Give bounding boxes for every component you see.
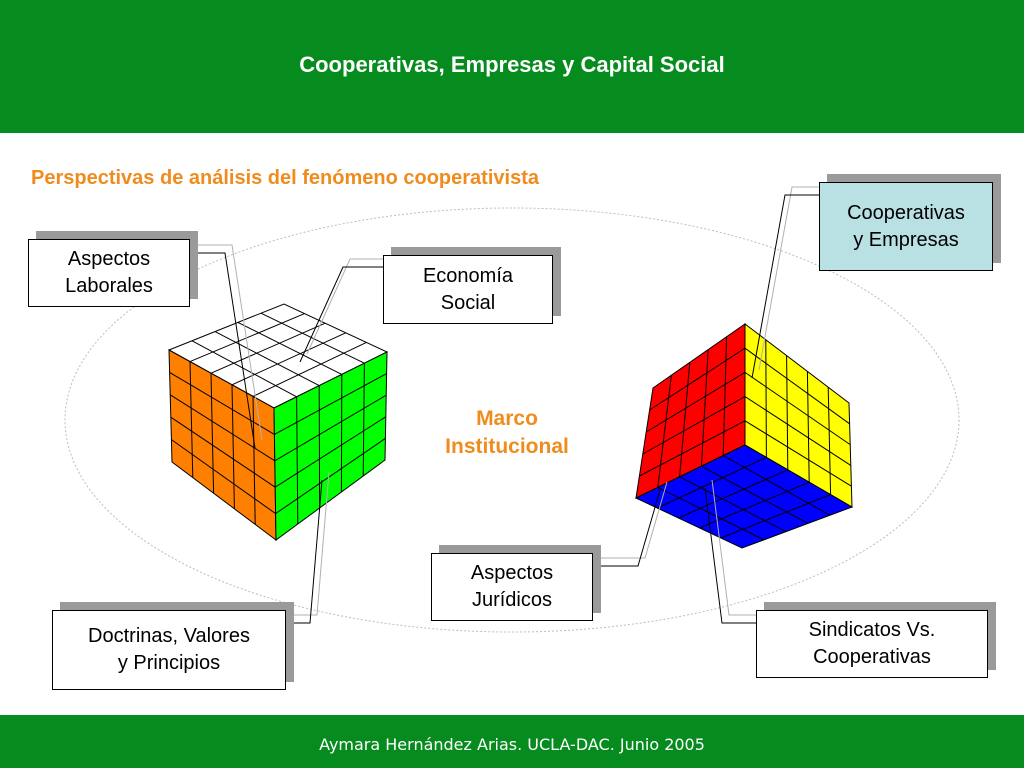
- cube-right: [634, 322, 854, 549]
- cube-left-left-face-grid-line: [171, 439, 276, 515]
- box-sindicatos: Sindicatos Vs. Cooperativas: [756, 610, 988, 678]
- cube-right-right-face-grid-line: [806, 371, 810, 483]
- cube-left-right-face-grid-line: [296, 396, 299, 525]
- leader-cooperativas-empresas: [751, 194, 819, 379]
- box-aspectos-laborales: Aspectos Laborales: [28, 239, 190, 307]
- institutional-ellipse: [64, 207, 960, 633]
- cube-left-top-face-grid-line: [237, 321, 343, 375]
- connector-lines: [190, 186, 826, 624]
- cube-right-left-face-grid-line: [722, 336, 728, 456]
- cube-left-left-face-grid-line: [169, 371, 275, 435]
- leader-aspectos-laborales-shadow: [197, 244, 263, 441]
- leader-economia-social-shadow: [306, 258, 390, 355]
- subtitle: Perspectivas de análisis del fenómeno co…: [31, 167, 539, 189]
- cube-left-left-face-grid-line: [231, 384, 235, 509]
- leader-cooperativas-empresas-shadow: [758, 186, 826, 371]
- cube-right-bottom-face-grid-line: [720, 494, 831, 539]
- cube-right-bottom-face-grid-line: [678, 469, 789, 519]
- footer-credit: Aymara Hernández Arias. UCLA-DAC. Junio …: [319, 735, 705, 754]
- box-cooperativas-empresas: Cooperativas y Empresas: [819, 182, 993, 271]
- cube-left-top-face-grid-line: [231, 332, 347, 386]
- footer-bar: [0, 715, 1024, 768]
- cube-right-bottom-face-grid-line: [656, 456, 767, 509]
- cube-right-bottom-face-grid-line: [722, 455, 831, 516]
- leader-doctrinas-shadow: [293, 471, 330, 616]
- cube-left-left-face-grid-line: [169, 394, 276, 462]
- cube-right-left-face-grid-line: [657, 375, 672, 488]
- cube-left-top-face-grid-line: [210, 322, 326, 374]
- cube-left-right-face-grid-line: [275, 437, 386, 515]
- cube-left-top-face-grid-line: [189, 313, 305, 363]
- cube-left-left-face-grid-line: [189, 361, 194, 478]
- cube-right-bottom-face-grid-line: [679, 476, 787, 533]
- cube-left-right-face-grid-line: [274, 416, 387, 488]
- box-doctrinas: Doctrinas, Valores y Principios: [52, 610, 286, 690]
- cube-left-left-face-grid-line: [252, 396, 256, 525]
- cube-left-top-face-grid-line: [260, 312, 365, 364]
- cube-left-right-face-grid-line: [362, 363, 365, 477]
- cube-right-bottom-face-grid-line: [701, 465, 809, 524]
- cube-right-bottom-face: [634, 444, 854, 549]
- leader-aspectos-laborales: [190, 252, 256, 449]
- cube-right-right-face-grid-line: [765, 339, 767, 458]
- cube-right-left-face-grid-line: [700, 349, 709, 467]
- cube-right-right-face-grid-line: [827, 387, 832, 495]
- header-bar: [0, 0, 1024, 133]
- cube-left-right-face-grid-line: [274, 394, 387, 462]
- cube-left-top-face-grid-line: [252, 341, 367, 397]
- cube-right-right-face-grid-line: [744, 347, 850, 425]
- leader-aspectos-juridicos-shadow: [600, 481, 668, 559]
- cube-left-top-face-grid-line: [191, 340, 297, 398]
- cube-left-right-face-grid-line: [274, 373, 387, 435]
- cube-right-right-face-grid-line: [744, 420, 852, 487]
- cube-right-right-face-grid-line: [744, 396, 852, 466]
- leader-economia-social: [299, 266, 383, 363]
- cube-right-bottom-face-grid-line: [657, 486, 765, 541]
- cube-left-left-face-grid-line: [210, 373, 215, 494]
- cube-right-left-face-grid-line: [639, 420, 746, 477]
- slide-title: Cooperativas, Empresas y Capital Social: [299, 52, 725, 77]
- box-aspectos-juridicos: Aspectos Jurídicos: [431, 553, 593, 621]
- leader-sindicatos-shadow: [711, 479, 763, 616]
- cube-right-left-face-grid-line: [642, 396, 746, 455]
- cube-right-right-face-grid-line: [744, 371, 851, 446]
- cube-right-left-face-grid-line: [679, 362, 691, 477]
- leader-sindicatos: [704, 487, 756, 624]
- cube-left: [167, 303, 389, 542]
- cube-right-right-face-grid-line: [786, 355, 789, 470]
- leader-aspectos-juridicos: [593, 489, 661, 567]
- cube-right-bottom-face-grid-line: [699, 481, 810, 529]
- cube-left-left-face-grid-line: [170, 416, 276, 488]
- cube-left-top-face-grid-line: [214, 331, 320, 387]
- box-economia-social: Economía Social: [383, 255, 553, 324]
- leader-doctrinas: [286, 479, 323, 624]
- cube-right-left-face-grid-line: [645, 371, 746, 433]
- cube-right-left-face-grid-line: [649, 347, 746, 411]
- center-label: Marco Institucional: [445, 407, 569, 459]
- cube-left-right-face: [273, 351, 388, 541]
